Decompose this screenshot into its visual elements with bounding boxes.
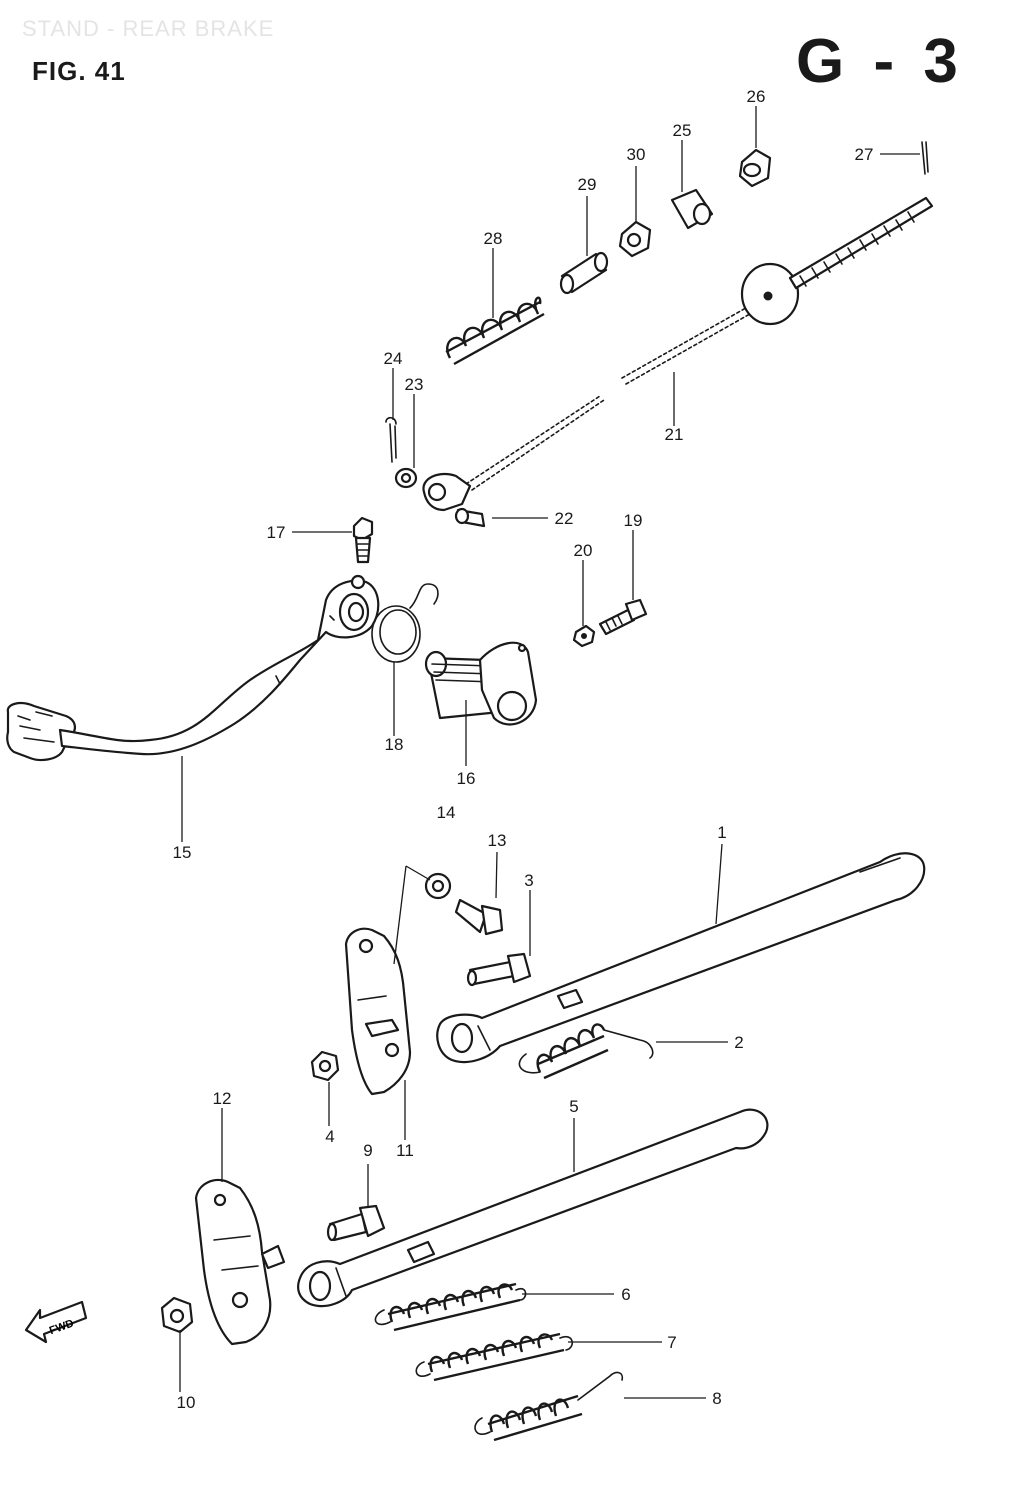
callout-7: 7 bbox=[667, 1333, 676, 1352]
part-16-pedal-shaft bbox=[424, 641, 538, 726]
part-20-nut bbox=[572, 624, 596, 648]
part-1-side-stand bbox=[436, 852, 926, 1064]
callout-11: 11 bbox=[396, 1141, 414, 1160]
callout-27: 27 bbox=[855, 145, 874, 164]
part-22-pin bbox=[454, 507, 486, 528]
callout-14: 14 bbox=[437, 803, 456, 822]
callout-1: 1 bbox=[717, 823, 726, 842]
callout-22: 22 bbox=[555, 509, 574, 528]
callout-12: 12 bbox=[213, 1089, 232, 1108]
callout-29: 29 bbox=[578, 175, 597, 194]
part-12-stand-plate bbox=[194, 1178, 286, 1346]
part-30-nut bbox=[618, 220, 652, 258]
callout-10: 10 bbox=[177, 1393, 196, 1412]
part-2-spring bbox=[518, 1023, 654, 1080]
part-27-cotter-pin bbox=[921, 141, 929, 175]
part-4-nut bbox=[310, 1050, 340, 1082]
callout-18: 18 bbox=[385, 735, 404, 754]
callout-16: 16 bbox=[457, 769, 476, 788]
part-17-bolt bbox=[352, 516, 374, 564]
callout-labels: 1 2 3 4 5 6 7 8 9 10 11 12 13 14 15 16 1… bbox=[173, 87, 874, 1412]
callout-30: 30 bbox=[627, 145, 646, 164]
part-15-brake-pedal bbox=[6, 574, 380, 762]
part-28-spring bbox=[445, 296, 545, 366]
part-3-bolt bbox=[466, 952, 532, 987]
callout-26: 26 bbox=[747, 87, 766, 106]
callout-3: 3 bbox=[524, 871, 533, 890]
callout-23: 23 bbox=[405, 375, 424, 394]
callout-4: 4 bbox=[325, 1127, 334, 1146]
part-23-washer bbox=[394, 467, 418, 489]
callout-6: 6 bbox=[621, 1285, 630, 1304]
callout-25: 25 bbox=[673, 121, 692, 140]
page-code: G - 3 bbox=[796, 27, 964, 96]
part-6-spring bbox=[374, 1282, 527, 1332]
callout-19: 19 bbox=[624, 511, 643, 530]
callout-20: 20 bbox=[574, 541, 593, 560]
part-9-bolt bbox=[326, 1204, 386, 1242]
part-26-adjusting-nut bbox=[738, 148, 772, 188]
part-19-bolt bbox=[598, 598, 648, 636]
section-title: STAND - REAR BRAKE bbox=[22, 16, 275, 41]
part-14-washer bbox=[424, 872, 452, 900]
part-5-stand-arm bbox=[297, 1108, 769, 1308]
callout-24: 24 bbox=[384, 349, 403, 368]
callout-21: 21 bbox=[665, 425, 684, 444]
part-7-spring bbox=[415, 1332, 573, 1382]
callout-5: 5 bbox=[569, 1097, 578, 1116]
forward-arrow-icon bbox=[24, 1300, 88, 1344]
callout-9: 9 bbox=[363, 1141, 372, 1160]
part-11-stand-bracket bbox=[344, 927, 412, 1096]
part-24-cotter-pin bbox=[385, 416, 397, 463]
callout-15: 15 bbox=[173, 843, 192, 862]
part-25-joint bbox=[670, 188, 714, 230]
part-18-return-spring bbox=[371, 583, 439, 663]
callout-17: 17 bbox=[267, 523, 286, 542]
part-10-nut bbox=[160, 1296, 194, 1334]
figure-label: FIG. 41 bbox=[32, 56, 126, 86]
callout-2: 2 bbox=[734, 1033, 743, 1052]
part-8-spring bbox=[474, 1371, 624, 1442]
callout-8: 8 bbox=[712, 1389, 721, 1408]
callout-13: 13 bbox=[488, 831, 507, 850]
leader-lines bbox=[179, 106, 920, 1399]
callout-28: 28 bbox=[484, 229, 503, 248]
part-21-brake-rod bbox=[422, 196, 934, 512]
part-29-sleeve bbox=[559, 251, 609, 295]
part-13-bolt bbox=[454, 898, 504, 936]
